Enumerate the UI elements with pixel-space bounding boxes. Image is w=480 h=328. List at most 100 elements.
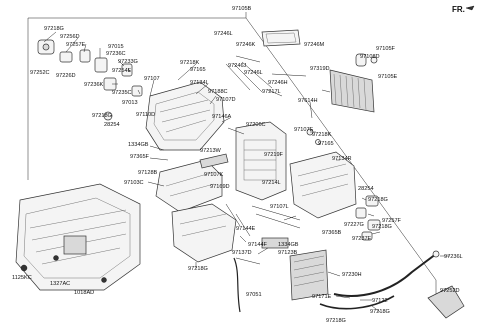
actuator-97257e [79,49,91,63]
callout-97217l: 97217L [262,89,281,95]
callout-97246k: 97246K [236,42,256,48]
sensor-28254 [103,111,113,121]
callout-97107: 97107 [144,76,160,82]
callout-97218g-6: 97218G [370,309,390,315]
bolt-1327ac [53,255,59,261]
callout-97614h: 97614H [298,98,318,104]
callout-97218g-2: 97218G [92,113,112,119]
callout-97256d: 97256D [60,34,80,40]
part-callouts: 97218G 97256D 97257E 97252C 97226D 97015… [12,26,463,324]
main-part-number: 97105B [232,6,252,12]
drain-hose-97051 [233,257,241,313]
svg-text:FR.: FR. [452,5,465,14]
actuator-97254e [121,63,133,77]
callout-97105e: 97105E [378,74,398,80]
callout-97123b: 97123B [278,250,298,256]
callout-97103c: 97103C [124,180,144,186]
sensor-97108d [355,53,378,67]
callout-97246m: 97246M [304,42,325,48]
callout-97128b: 97128B [138,170,158,176]
front-direction-indicator: FR. [452,5,475,14]
callout-97105f: 97105F [376,46,396,52]
callout-97246h: 97246H [268,80,288,86]
filter-frame [225,29,307,93]
callout-97235c: 97235C [112,90,132,96]
cabin-filter-97319d [329,69,375,113]
callout-97246l: 97246L [214,31,233,37]
callout-97013: 97013 [122,100,138,106]
assembly-frame [27,17,437,300]
callout-97107d: 97107D [216,97,236,103]
callout-97237e: 97237E [352,236,372,242]
callout-97236c: 97236C [106,51,126,57]
callout-97365b: 97365B [322,230,342,236]
callout-97213w: 97213W [200,148,222,154]
callout-97137d: 97137D [232,250,252,256]
callout-97233g: 97233G [118,59,138,65]
callout-97214l: 97214L [262,180,281,186]
callout-1327ac: 1327AC [50,281,70,287]
pipe-97252d [427,285,465,319]
callout-97051: 97051 [246,292,262,298]
arrow-icon [465,5,475,11]
callout-97218k: 97218K [180,60,200,66]
actuator-group-right [306,128,381,241]
callout-1018ad: 1018AD [74,290,94,296]
callout-97108d: 97108D [360,54,380,60]
callout-97226d: 97226D [56,73,76,79]
actuator-97235c [131,85,143,97]
pipe-97236l [319,250,440,310]
callout-97227g: 97227G [344,222,364,228]
callout-97254e: 97254E [112,68,132,74]
hvac-assembly-complete [15,183,141,291]
heater-core-97123b [225,203,301,249]
actuator-97226d [59,51,73,63]
callout-97169d: 97169D [210,184,230,190]
callout-97107l: 97107L [270,204,289,210]
resistor-97213w [199,153,229,169]
callout-97144f: 97144F [248,242,268,248]
actuator-97015 [94,57,108,73]
callout-97165: 97165 [190,67,206,73]
callout-97218k-2: 97218K [312,132,332,138]
lower-tray [171,203,237,263]
callout-28254: 28254 [104,122,120,128]
callout-97107k: 97107K [204,172,224,178]
callout-97206c: 97206C [246,122,266,128]
callout-97230h: 97230H [342,272,362,278]
callout-97236k: 97236K [84,82,104,88]
bolt-1125kc [20,264,28,272]
bolt-1018ad [101,277,107,283]
callout-97246j: 97246J [228,63,247,69]
callout-97252d: 97252D [440,288,460,294]
callout-97015: 97015 [108,44,124,50]
callout-97146a: 97146A [212,114,232,120]
callout-97218g-5: 97218G [188,266,208,272]
callout-97122: 97122 [372,298,388,304]
callout-97134l: 97134L [190,80,209,86]
leader-lines [43,31,450,313]
callout-1334gb: 1334GB [128,142,149,148]
callout-97218g-4: 97218G [372,224,392,230]
hardware-bolts [20,255,107,283]
evaporator-97230h [289,249,329,301]
callout-97107e: 97107E [294,127,314,133]
callout-28254-2: 28254 [358,186,374,192]
callout-97257e: 97257E [66,42,86,48]
callout-97236l: 97236L [444,254,463,260]
callout-97218g-7: 97218G [326,318,346,324]
upper-case-left [145,81,225,151]
callout-97246l-2: 97246L [244,70,263,76]
blower-housing-center [235,121,287,201]
actuator-group-top-left [37,39,143,121]
callout-97165-2: 97165 [318,141,334,147]
callout-97252c: 97252C [30,70,50,76]
callout-97319d: 97319D [310,66,330,72]
callout-97188c: 97188C [208,89,228,95]
callout-97219f: 97219F [264,152,284,158]
callout-97257f: 97257F [382,218,402,224]
callout-97218g: 97218G [44,26,64,32]
callout-1125kc: 1125KC [12,275,32,281]
callout-97110d: 97110D [136,112,155,118]
